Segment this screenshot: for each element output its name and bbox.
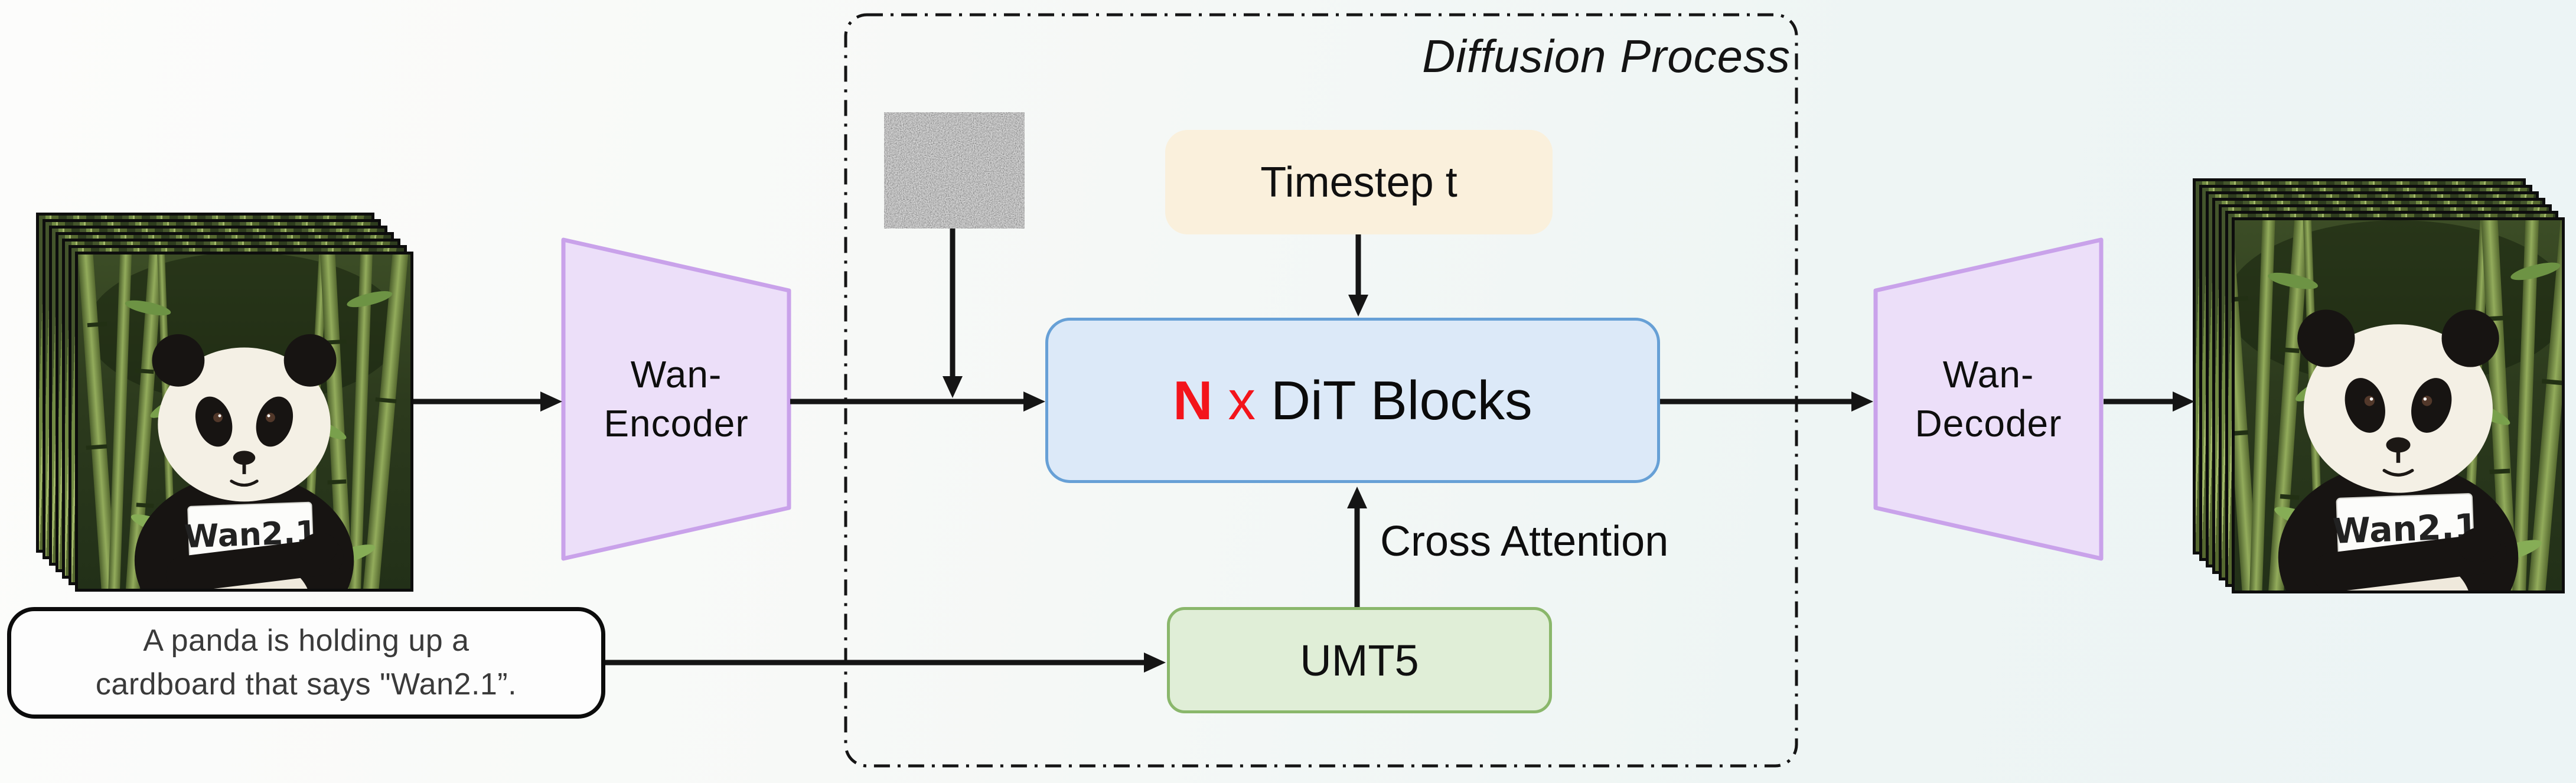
panda-illustration: [78, 255, 410, 589]
output-video-stack: [2193, 178, 2565, 593]
timestep-label: Timestep t: [1260, 158, 1457, 206]
video-frame-front: [75, 252, 413, 592]
arrowhead: [1348, 295, 1368, 317]
cross-attention-label: Cross Attention: [1380, 518, 1669, 565]
prompt-line-1: A panda is holding up a: [143, 623, 469, 658]
arrowhead: [1347, 487, 1367, 508]
umt5-box: UMT5: [1167, 607, 1552, 713]
wan-encoder-line1: Wan-: [630, 353, 722, 396]
arrowhead: [1851, 392, 1873, 412]
arrowhead: [1023, 392, 1045, 412]
wan-decoder-label: Wan- Decoder: [1873, 237, 2104, 561]
wan-decoder-line2: Decoder: [1915, 402, 2062, 445]
wan-encoder-label: Wan- Encoder: [561, 237, 791, 561]
arrowhead: [1144, 652, 1166, 673]
input-video-stack: [36, 213, 414, 592]
dit-blocks-label: DiT Blocks: [1270, 369, 1532, 431]
dit-n-label: N: [1173, 369, 1213, 431]
wan-encoder-line2: Encoder: [604, 402, 749, 445]
prompt-line-2: cardboard that says "Wan2.1”.: [95, 667, 517, 702]
arrowhead: [2173, 392, 2195, 412]
prompt-box: A panda is holding up a cardboard that s…: [7, 607, 605, 719]
video-frame-front: [2232, 217, 2565, 593]
wan-decoder-shape: [1873, 237, 2104, 561]
noise-image: [884, 112, 1025, 229]
dit-blocks-box: N x DiT Blocks: [1045, 318, 1660, 483]
arrowhead: [540, 392, 562, 412]
wan-encoder-shape: [561, 237, 791, 561]
umt5-label: UMT5: [1300, 635, 1419, 685]
diffusion-process-title: Diffusion Process: [1422, 30, 1791, 82]
timestep-box: Timestep t: [1165, 130, 1553, 234]
arrowhead: [943, 376, 963, 398]
dit-times-label: x: [1228, 369, 1256, 431]
wan-decoder-line1: Wan-: [1942, 353, 2034, 396]
panda-illustration: [2235, 220, 2562, 590]
